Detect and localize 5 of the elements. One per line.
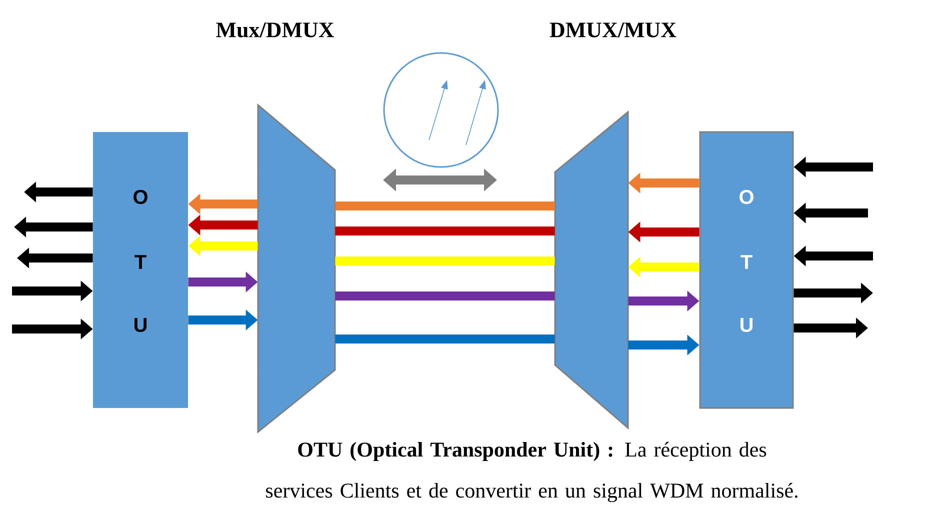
otu-box: O T U: [699, 131, 794, 409]
node-label: Mux/DMUX: [216, 22, 334, 38]
node-label: DMUX/MUX: [550, 22, 676, 38]
otu-box: O T U: [93, 132, 188, 408]
caption: OTU (Optical Transponder Unit) : La réception des services Clients et de convertir en un signal WDM normalisé.: [266, 442, 798, 502]
